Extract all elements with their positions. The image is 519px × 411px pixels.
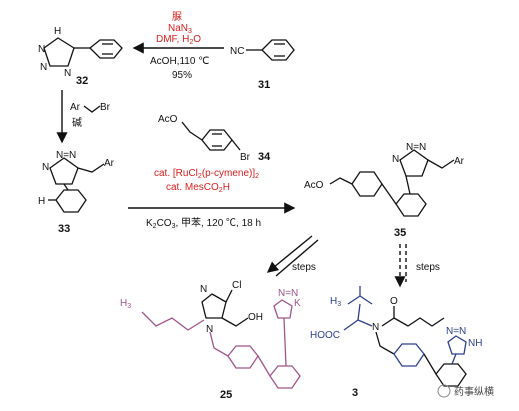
compound-33-structure: N=N N Ar H bbox=[38, 150, 115, 213]
svg-text:K2CO3, 甲苯, 120 ℃, 18 h: K2CO3, 甲苯, 120 ℃, 18 h bbox=[146, 216, 261, 230]
svg-text:Ar: Ar bbox=[104, 158, 115, 169]
step1-reagent-nan3: NaN bbox=[168, 23, 188, 34]
svg-text:N=N: N=N bbox=[56, 150, 76, 161]
svg-text:N: N bbox=[392, 154, 399, 165]
svg-text:HOOC: HOOC bbox=[310, 330, 340, 341]
svg-text:Br: Br bbox=[240, 152, 251, 163]
compound-31-structure: NC bbox=[230, 39, 295, 61]
svg-text:DMF, H2O: DMF, H2O bbox=[156, 34, 201, 46]
compound-35-label: 35 bbox=[394, 227, 406, 239]
step3-conditions: K bbox=[146, 218, 153, 229]
svg-text:Br: Br bbox=[100, 102, 111, 113]
svg-text:N=N: N=N bbox=[406, 142, 426, 153]
svg-text:AcO: AcO bbox=[304, 180, 324, 191]
atom-h-33: H bbox=[38, 196, 45, 207]
compound-25-structure: H3 N N Cl OH N=N K bbox=[120, 280, 301, 389]
compound-32-label: 32 bbox=[76, 75, 88, 87]
atom-n-32b: N bbox=[40, 62, 47, 73]
svg-text:H3: H3 bbox=[330, 296, 341, 308]
svg-text:O: O bbox=[390, 296, 398, 307]
watermark-text: 药事纵横 bbox=[454, 385, 494, 398]
compound-35-structure: N=N N Ar AcO bbox=[304, 142, 465, 217]
step1-reagent-urea: 脲 bbox=[172, 11, 182, 23]
steps-arrow-right bbox=[394, 244, 407, 288]
svg-text:Cl: Cl bbox=[232, 280, 241, 291]
watermark-icon bbox=[437, 384, 451, 398]
svg-text:cat. MesCO2H: cat. MesCO2H bbox=[166, 182, 230, 194]
atom-n-32c: N bbox=[64, 68, 71, 79]
step1-conditions: AcOH,110 ℃ bbox=[150, 56, 209, 67]
svg-text:Ar: Ar bbox=[70, 102, 81, 113]
step1-reagent-dmf: DMF, H bbox=[156, 34, 189, 45]
compound-34-structure: Br AcO bbox=[158, 114, 251, 163]
compound-34-label: 34 bbox=[258, 151, 271, 163]
svg-text:N: N bbox=[372, 322, 379, 333]
steps-label-left: steps bbox=[292, 262, 316, 273]
svg-text:NaN3: NaN3 bbox=[168, 23, 192, 35]
watermark: 药事纵横 bbox=[437, 384, 494, 398]
compound-31-label: 31 bbox=[258, 79, 270, 91]
compound-3-structure: H3 HOOC N O N=N NH bbox=[310, 286, 482, 387]
step2-reagent-benzyl-bromide: Ar Br bbox=[70, 102, 111, 113]
svg-text:NH: NH bbox=[468, 338, 482, 349]
svg-text:N: N bbox=[42, 162, 49, 173]
step3-catalyst-ru: cat. [RuCl bbox=[154, 168, 198, 179]
compound-25-label: 25 bbox=[220, 389, 232, 401]
step1-yield: 95% bbox=[172, 70, 192, 81]
atom-nc-31: NC bbox=[230, 46, 244, 57]
svg-text:N=N: N=N bbox=[446, 326, 466, 337]
svg-text:N=N: N=N bbox=[278, 288, 298, 299]
svg-text:Ar: Ar bbox=[454, 156, 465, 167]
compound-32-structure: H N N N bbox=[38, 26, 123, 79]
svg-text:AcO: AcO bbox=[158, 114, 178, 125]
compound-33-label: 33 bbox=[58, 223, 70, 235]
step3-catalyst-mes: cat. MesCO bbox=[166, 182, 219, 193]
step2-base: 碱 bbox=[72, 117, 82, 129]
compound-3-label: 3 bbox=[352, 387, 358, 399]
svg-text:cat. [RuCl2(p-cymene)]2: cat. [RuCl2(p-cymene)]2 bbox=[154, 168, 259, 180]
svg-text:H3: H3 bbox=[120, 298, 131, 310]
svg-text:N: N bbox=[200, 284, 207, 295]
svg-text:OH: OH bbox=[248, 312, 263, 323]
atom-n-32a: N bbox=[38, 44, 45, 55]
atom-h-32: H bbox=[54, 26, 61, 37]
steps-arrow-left bbox=[266, 235, 319, 277]
steps-label-right: steps bbox=[416, 262, 440, 273]
svg-text:N: N bbox=[206, 324, 213, 335]
svg-text:K: K bbox=[294, 298, 301, 309]
